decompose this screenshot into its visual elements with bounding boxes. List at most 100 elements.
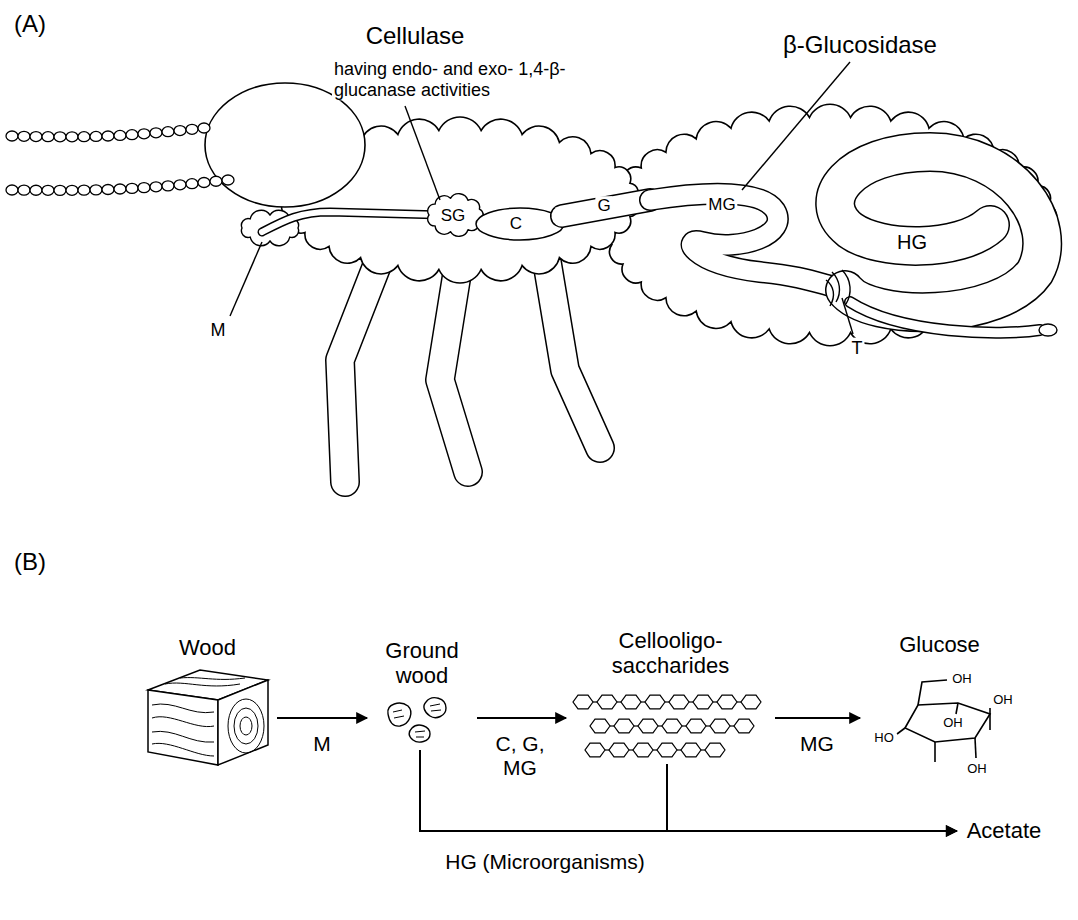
- antenna-segment: [54, 185, 66, 195]
- part-label: G: [595, 196, 612, 216]
- termite-antennae: [6, 123, 234, 195]
- leader-line: [230, 242, 262, 316]
- stage-name: Glucose: [897, 632, 982, 657]
- glucose-unit: [710, 719, 730, 733]
- edge-label: C, G, MG: [488, 732, 552, 780]
- stage-name: Cellooligo- saccharides: [579, 628, 763, 679]
- antenna-segment: [126, 183, 138, 193]
- antenna-segment: [186, 179, 198, 189]
- antenna-segment: [150, 128, 162, 138]
- antenna-segment: [198, 177, 210, 187]
- glucose-unit: [621, 695, 641, 709]
- termite-gut: [262, 152, 1057, 336]
- antenna-segment: [42, 132, 54, 142]
- wood-front: [148, 690, 218, 765]
- atom-label: OH: [941, 716, 965, 731]
- leader-lines: [230, 62, 853, 334]
- glucose-unit: [585, 743, 605, 757]
- edge-label: M: [311, 732, 333, 756]
- process-arrow: [667, 764, 957, 831]
- antenna-segment: [66, 185, 78, 195]
- wood-particles: [388, 698, 446, 742]
- glucose-unit: [573, 695, 593, 709]
- glucose-unit: [614, 719, 634, 733]
- antenna-segment: [162, 127, 174, 137]
- glucose-unit: [662, 719, 682, 733]
- antenna-segment: [126, 130, 138, 140]
- process-arrow: [477, 717, 566, 719]
- stage-name: Ground wood: [375, 638, 469, 689]
- glucose-unit: [638, 719, 658, 733]
- wood-grain: [152, 678, 264, 756]
- antenna-segment: [198, 123, 210, 133]
- glucose-unit: [669, 695, 689, 709]
- antenna-segment: [174, 126, 186, 136]
- enzyme-label: β-Glucosidase: [781, 31, 939, 59]
- process-arrow: [775, 717, 860, 719]
- rectum-fill: [850, 302, 1040, 333]
- particle: [409, 725, 430, 742]
- glucose-unit: [741, 695, 761, 709]
- atom-label: OH: [965, 762, 989, 777]
- leg-fill: [340, 245, 385, 482]
- leg-fill: [440, 255, 468, 472]
- bond: [975, 738, 976, 758]
- hindgut-paunch-fill: [835, 152, 1042, 312]
- termite-head: [205, 83, 365, 207]
- part-label: T: [850, 338, 865, 359]
- cellooligosaccharide-chains: [573, 695, 761, 757]
- particle: [388, 703, 411, 726]
- bond: [989, 714, 991, 730]
- rectum: [850, 302, 1040, 333]
- cellooligosaccharide-stage: Cellooligo- saccharides: [568, 628, 773, 762]
- glucose-structure: [897, 680, 990, 762]
- midgut-fill: [650, 194, 838, 288]
- antenna-segment: [6, 185, 18, 195]
- antenna-segment: [138, 129, 150, 139]
- bond: [956, 703, 958, 714]
- particle: [424, 698, 446, 718]
- glucose-unit: [717, 695, 737, 709]
- leader-line: [742, 62, 850, 190]
- panel-label: (B): [12, 548, 48, 576]
- acetate-product: Acetate: [959, 814, 1050, 848]
- enzyme-note: having endo- and exo- 1,4-β-glucanase ac…: [332, 59, 568, 100]
- glucose-unit: [686, 719, 706, 733]
- process-arrow: [277, 717, 367, 719]
- tubule: [842, 270, 850, 304]
- atom-label: HO: [872, 731, 896, 746]
- bond: [934, 742, 936, 762]
- antenna-segment: [114, 130, 126, 140]
- glucose-unit: [633, 743, 653, 757]
- antenna-segment: [78, 185, 90, 195]
- antenna-segment: [54, 132, 66, 142]
- glucose-unit: [657, 743, 677, 757]
- antenna-segment: [90, 185, 102, 195]
- antenna-segment: [222, 175, 234, 185]
- leg: [340, 245, 385, 482]
- antenna-segment: [162, 181, 174, 191]
- part-label: HG: [895, 231, 929, 254]
- antenna-segment: [102, 131, 114, 141]
- midgut: [650, 194, 838, 288]
- leg: [545, 250, 600, 448]
- antenna-segment: [102, 184, 114, 194]
- wood-end: [218, 680, 268, 765]
- tubule: [826, 280, 833, 306]
- antenna-segment: [186, 124, 198, 134]
- termite-abdomen: [603, 104, 1056, 345]
- part-label: SG: [439, 206, 468, 226]
- glucose-unit: [609, 743, 629, 757]
- antenna-segment: [90, 131, 102, 141]
- panel-label: (A): [12, 10, 48, 38]
- bond: [918, 680, 947, 705]
- glucose-unit: [734, 719, 754, 733]
- glucose-unit: [705, 743, 725, 757]
- anus: [1039, 324, 1057, 336]
- leg: [440, 255, 468, 472]
- part-label: MG: [706, 195, 737, 215]
- antenna-segment: [138, 183, 150, 193]
